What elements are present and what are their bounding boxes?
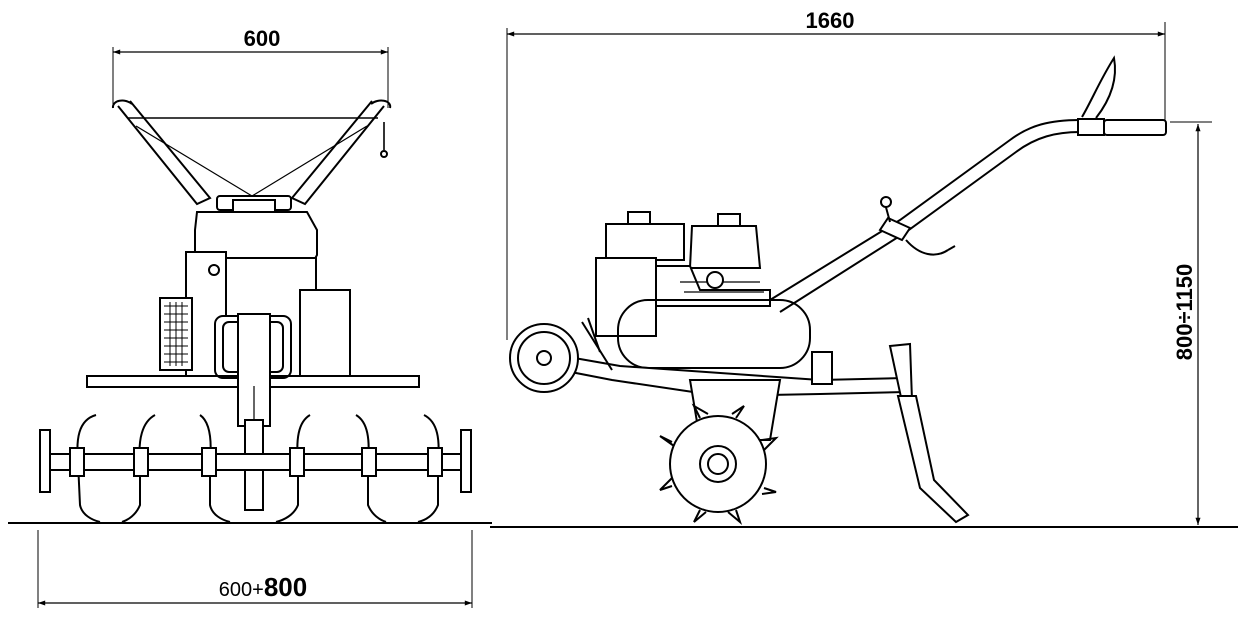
air-filter-grille	[164, 302, 188, 366]
working-width-label-max: 800	[264, 572, 307, 602]
working-width-label: 600+800	[219, 572, 307, 602]
front-engine	[159, 195, 351, 379]
front-view: 600	[37, 26, 473, 608]
side-view: 1660 800÷1150	[506, 8, 1212, 526]
side-belt-cover	[617, 299, 811, 369]
handle-width-dimension: 600	[112, 26, 389, 108]
side-transport-wheel	[509, 323, 579, 393]
front-column	[237, 313, 271, 511]
working-width-dimension: 600+800	[37, 530, 473, 608]
front-handles	[112, 99, 392, 206]
side-depth-stake	[888, 342, 970, 524]
side-rotor	[659, 403, 779, 526]
side-handle	[769, 55, 1167, 313]
side-engine	[595, 211, 771, 337]
height-dimension: 800÷1150	[1170, 121, 1212, 525]
height-label: 800÷1150	[1172, 264, 1197, 361]
length-dimension: 1660	[506, 8, 1166, 340]
handle-width-label: 600	[244, 26, 281, 51]
working-width-label-min: 600+	[219, 579, 264, 601]
front-tines	[69, 414, 443, 523]
length-label: 1660	[806, 8, 855, 33]
